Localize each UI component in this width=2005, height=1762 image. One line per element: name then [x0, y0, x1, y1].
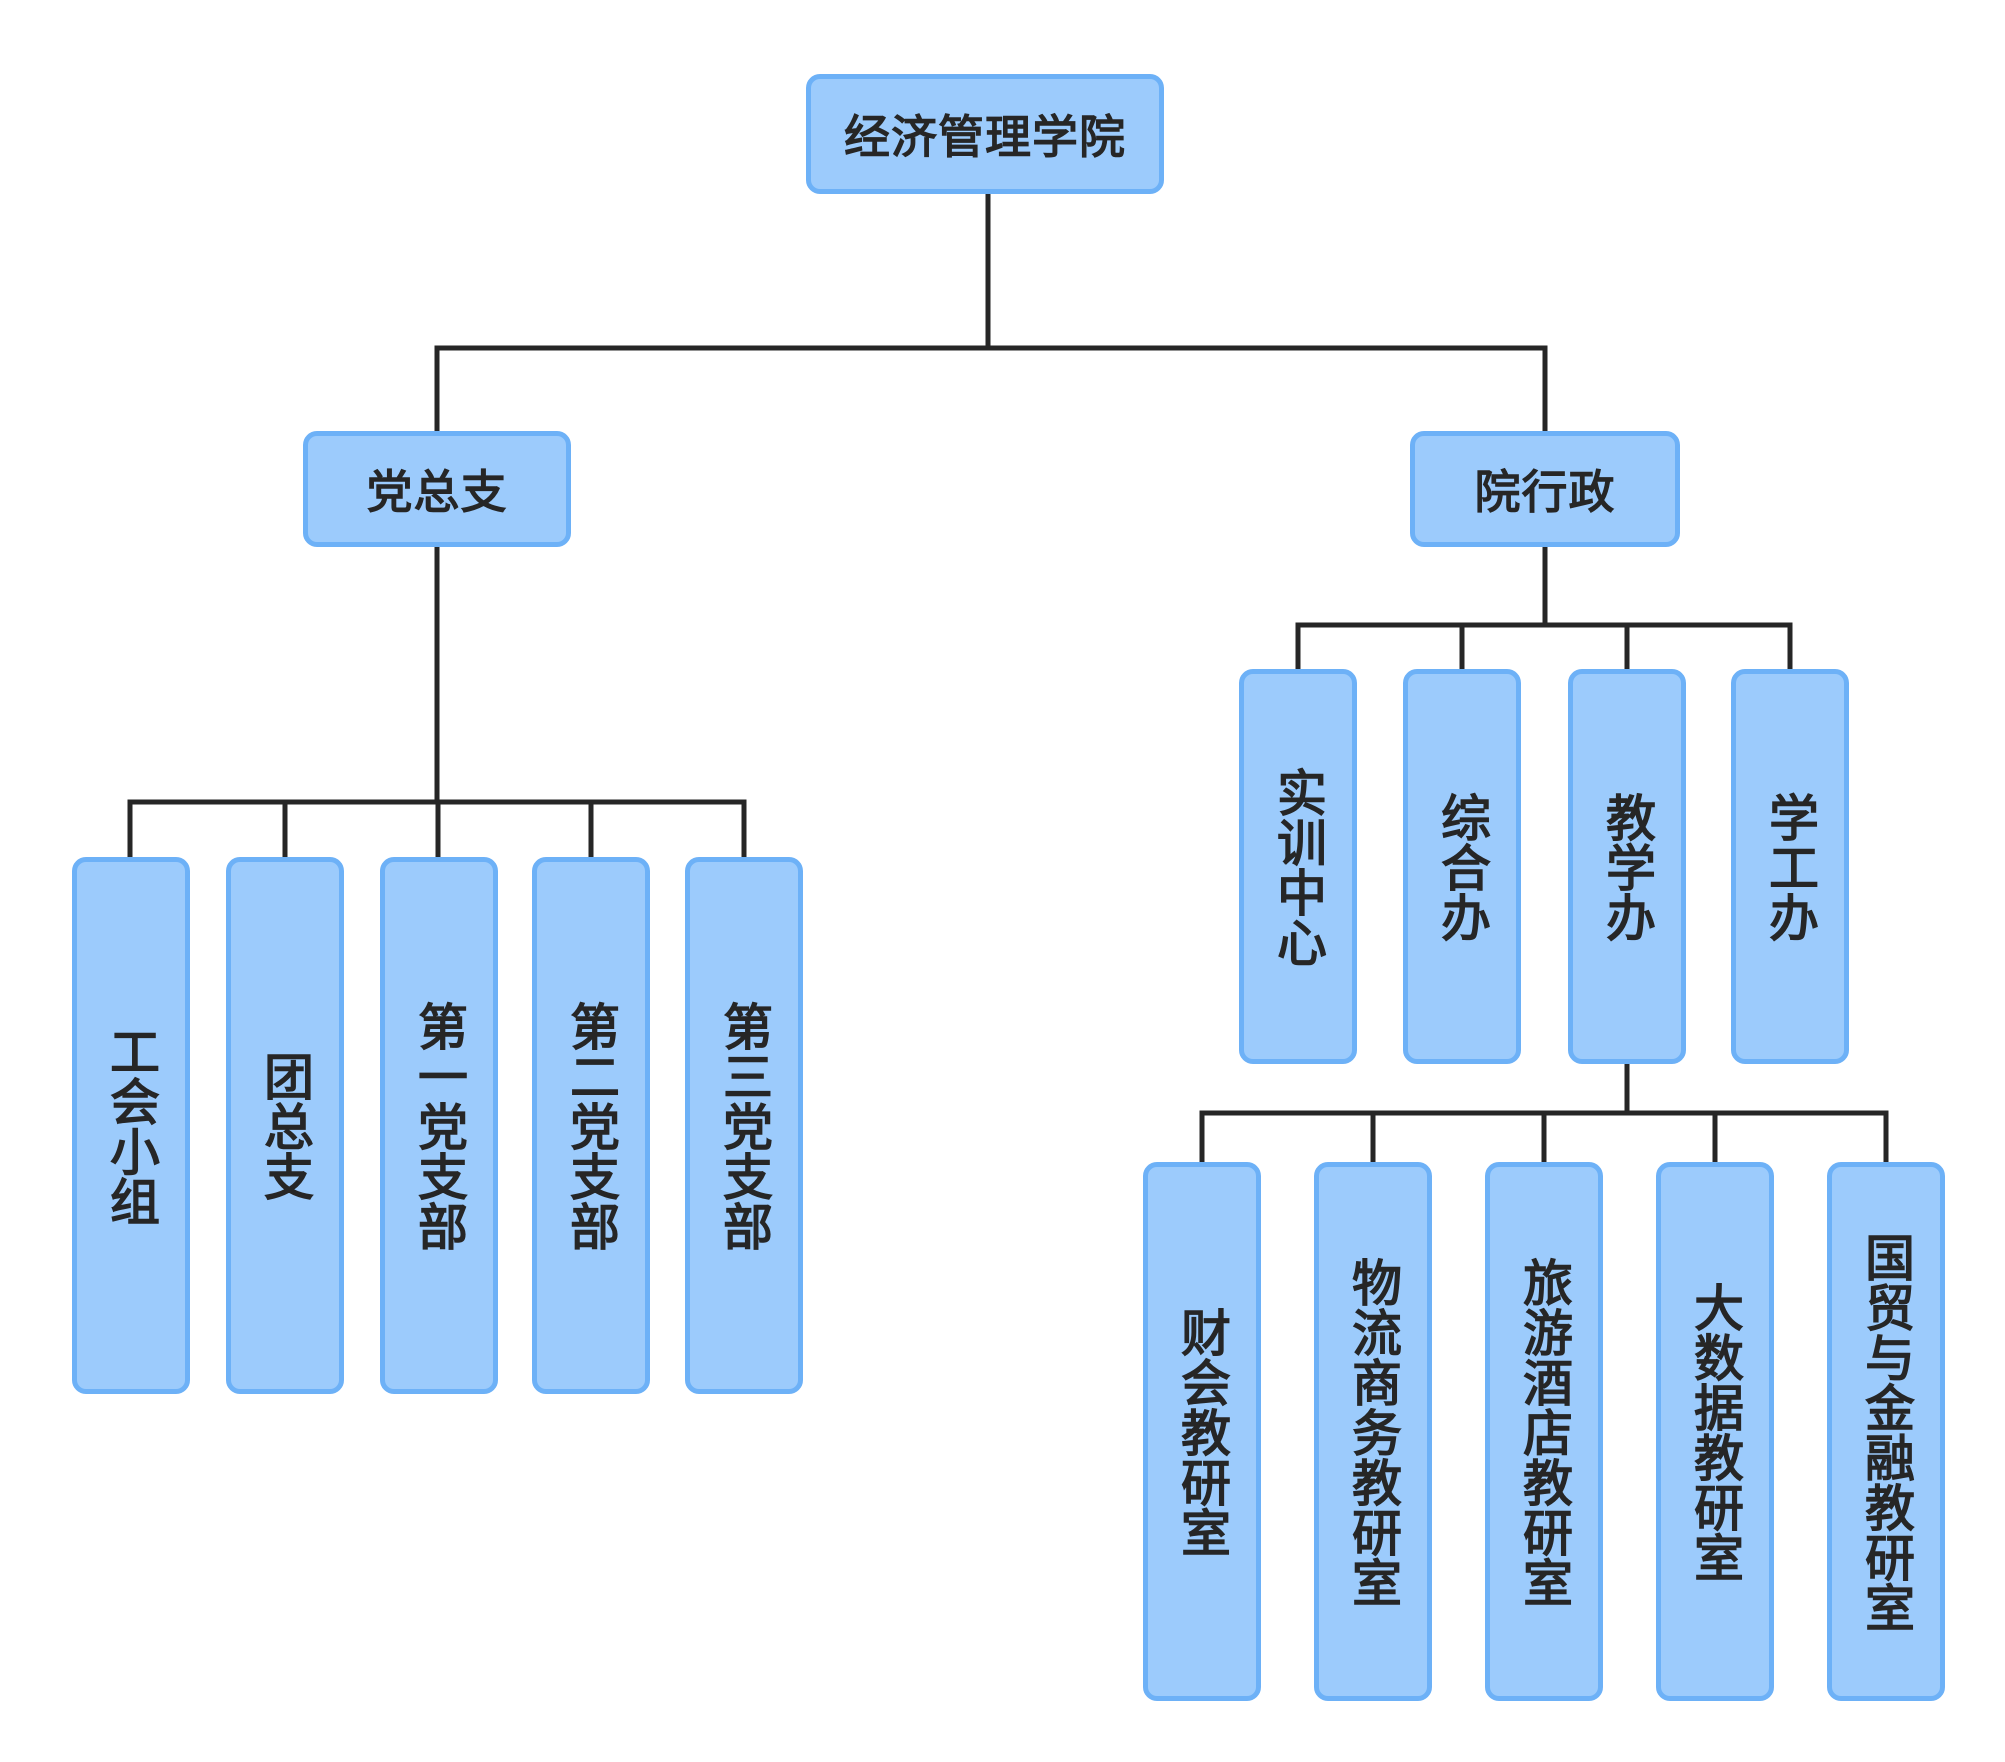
node-caihui-jiaoyanshi: 财会教研室: [1143, 1162, 1261, 1701]
node-disan-dangzhibu: 第三党支部: [685, 857, 803, 1394]
node-shixun-zhongxin: 实训中心: [1239, 669, 1357, 1064]
node-jiaoxue-ban: 教学办: [1568, 669, 1686, 1064]
node-dier-dangzhibu: 第二党支部: [532, 857, 650, 1394]
node-tuanzongzhi: 团总支: [226, 857, 344, 1394]
node-root: 经济管理学院: [806, 74, 1164, 194]
node-diyi-dangzhibu: 第一党支部: [380, 857, 498, 1394]
node-zonghe-ban: 综合办: [1403, 669, 1521, 1064]
node-yuanxingzheng: 院行政: [1410, 431, 1680, 547]
node-xuegong-ban: 学工办: [1731, 669, 1849, 1064]
node-lvyou-jiudian-jiaoyanshi: 旅游酒店教研室: [1485, 1162, 1603, 1701]
node-dangzongzhi: 党总支: [303, 431, 571, 547]
node-dashuju-jiaoyanshi: 大数据教研室: [1656, 1162, 1774, 1701]
node-guomao-jinrong-jiaoyanshi: 国贸与金融教研室: [1827, 1162, 1945, 1701]
node-wuliu-shangwu-jiaoyanshi: 物流商务教研室: [1314, 1162, 1432, 1701]
node-gonghui-xiaozu: 工会小组: [72, 857, 190, 1394]
